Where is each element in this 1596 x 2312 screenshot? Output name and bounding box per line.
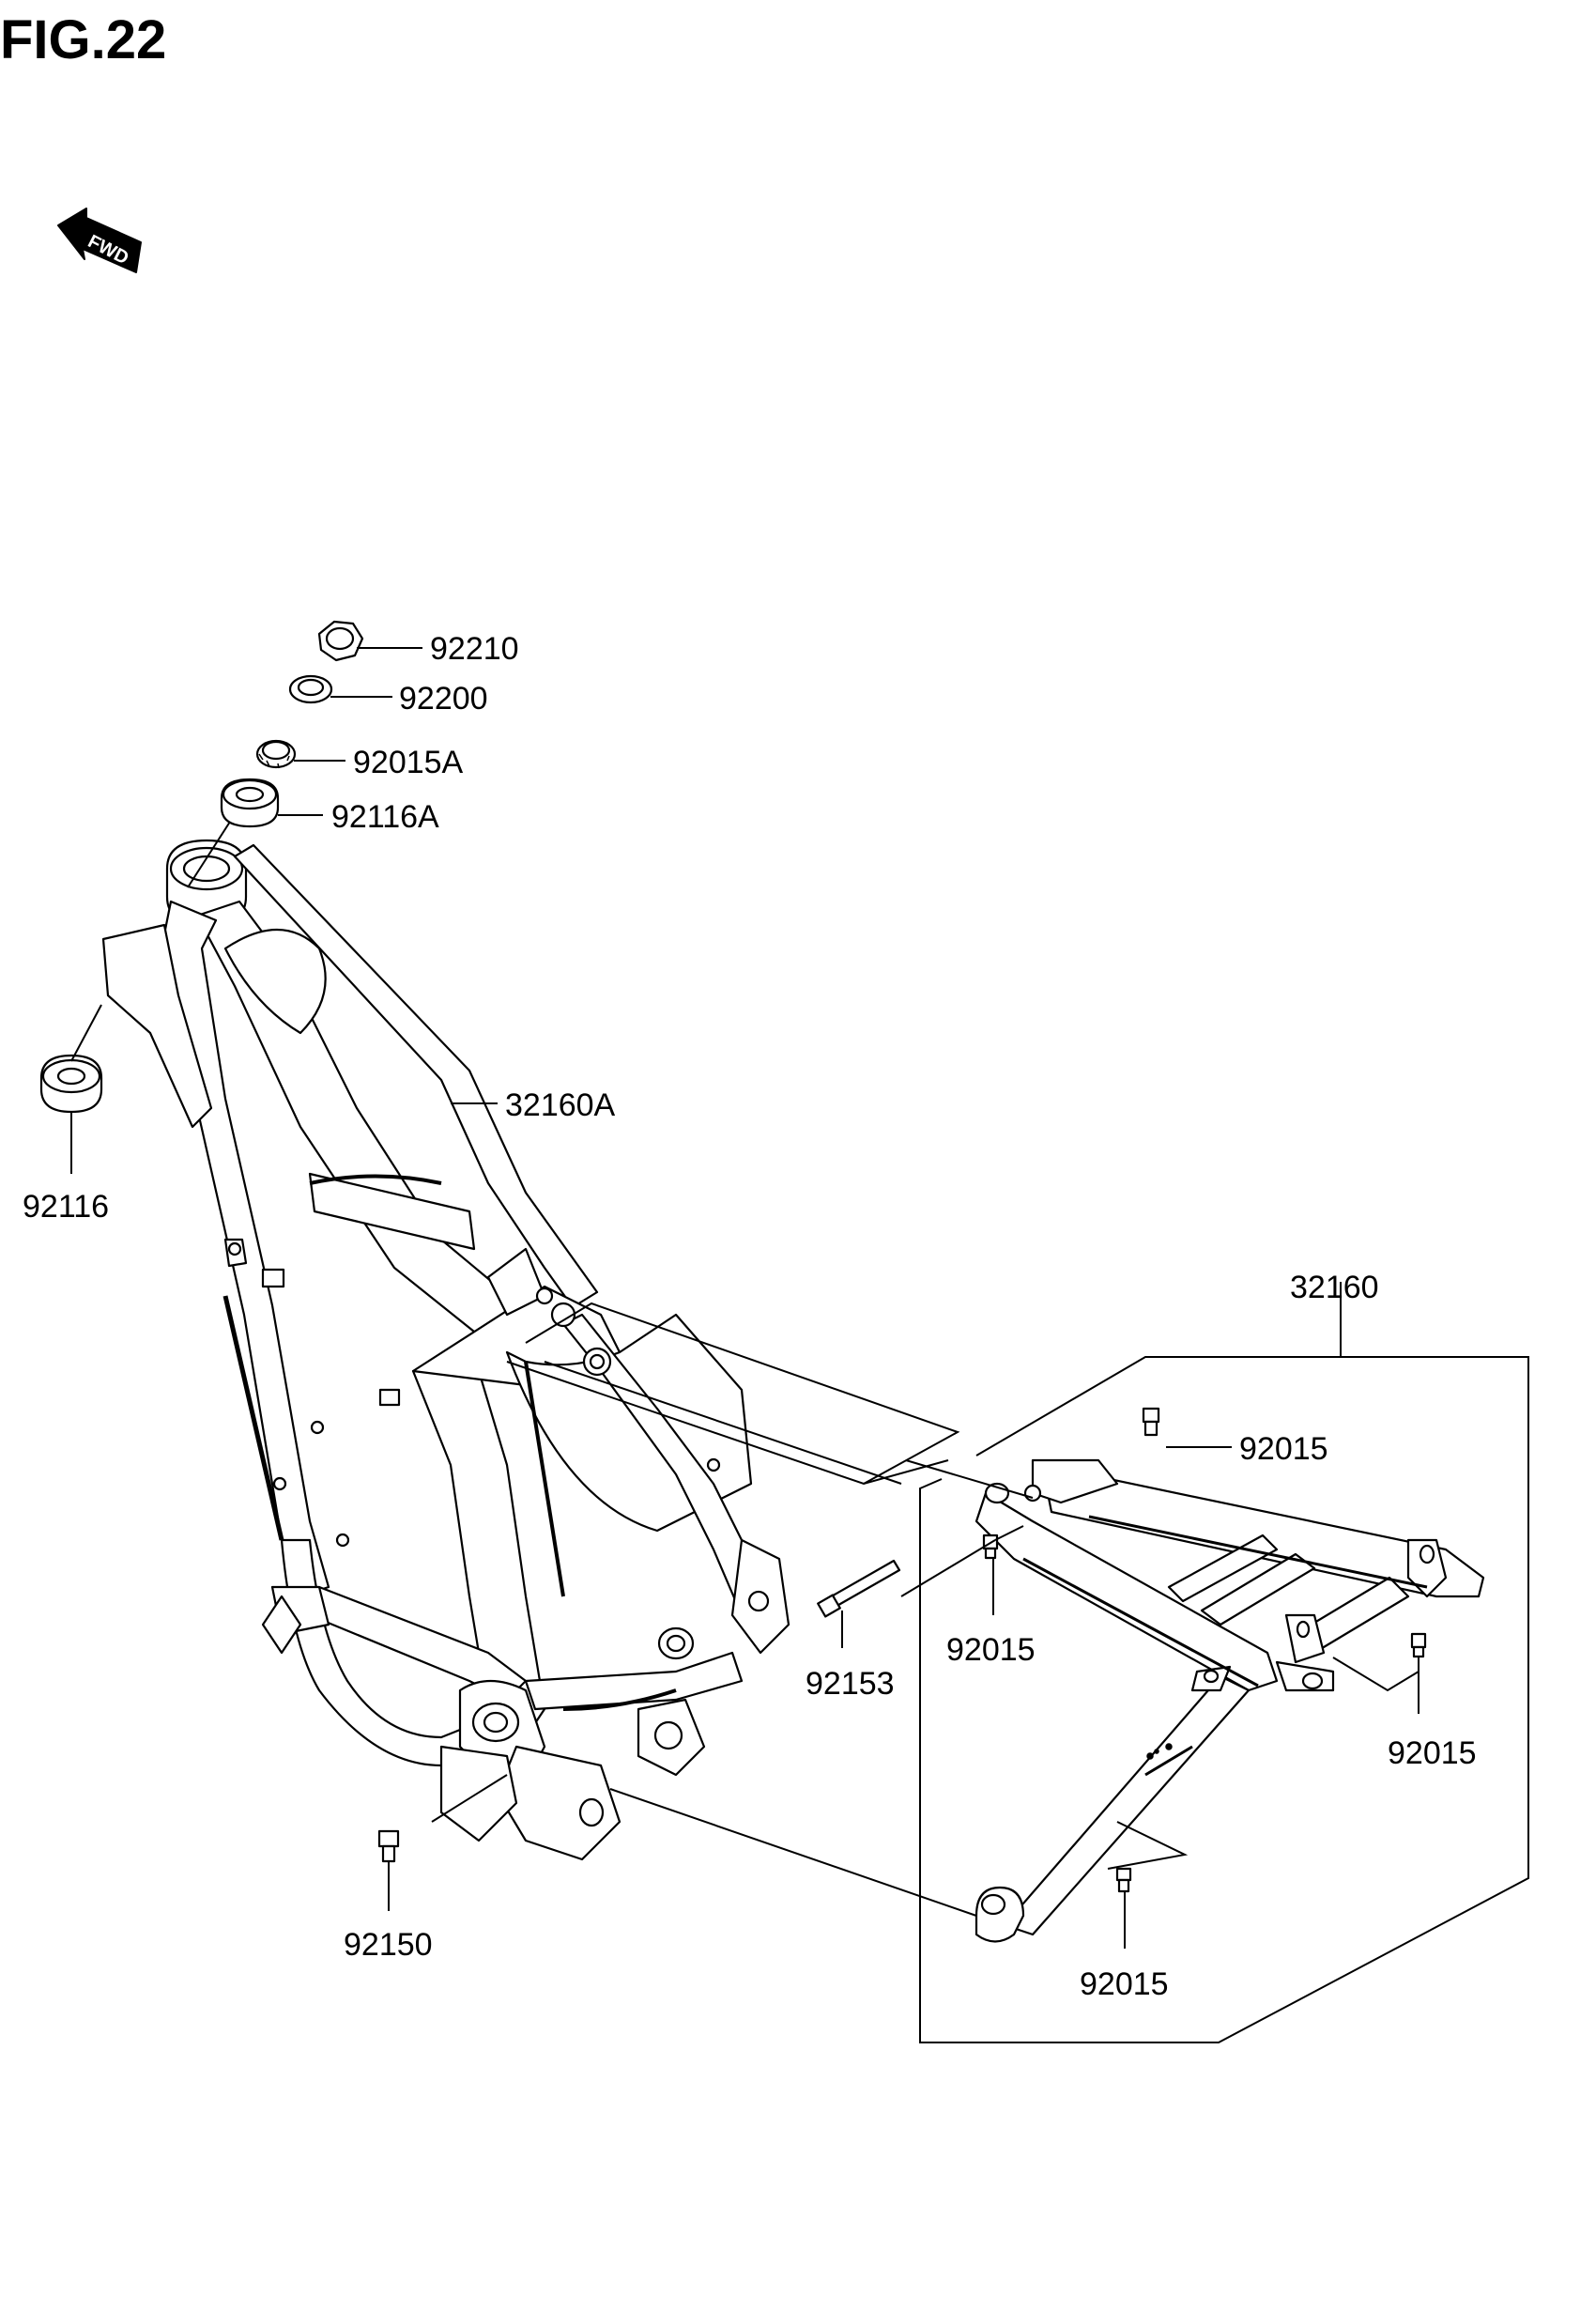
label-92015-right: 92015	[1388, 1735, 1477, 1771]
bearing-92116-icon	[39, 1054, 103, 1114]
washer-92200-icon	[288, 674, 333, 704]
nut-92210-icon	[317, 620, 364, 662]
bearing-92116A-icon	[220, 778, 280, 828]
figure-title: FIG.22	[0, 9, 166, 70]
bolt-92015-bottom-icon	[1115, 1867, 1132, 1893]
label-92015-top: 92015	[1239, 1431, 1328, 1467]
label-92116A: 92116A	[331, 799, 439, 835]
bolt-92153-icon	[817, 1559, 901, 1618]
fwd-arrow-icon: FWD	[57, 208, 142, 273]
leader-lines	[70, 647, 1529, 2043]
locknut-92015A-icon	[255, 739, 297, 769]
subframe-32160	[974, 1458, 1485, 1943]
label-92015A: 92015A	[353, 745, 464, 780]
label-92200: 92200	[399, 681, 488, 717]
main-frame-32160A	[101, 839, 790, 1861]
label-32160: 32160	[1290, 1270, 1379, 1305]
label-92153: 92153	[806, 1666, 895, 1702]
label-32160A: 32160A	[505, 1087, 616, 1123]
label-92150: 92150	[344, 1927, 433, 1963]
bolt-92015-top-icon	[1142, 1407, 1160, 1437]
label-92015-mid: 92015	[946, 1632, 1036, 1668]
label-92015-bottom: 92015	[1080, 1966, 1169, 2002]
bolt-92150-icon	[377, 1829, 400, 1863]
label-92210: 92210	[430, 631, 519, 667]
label-92116: 92116	[23, 1189, 109, 1225]
bolt-92015-right-icon	[1410, 1632, 1427, 1658]
